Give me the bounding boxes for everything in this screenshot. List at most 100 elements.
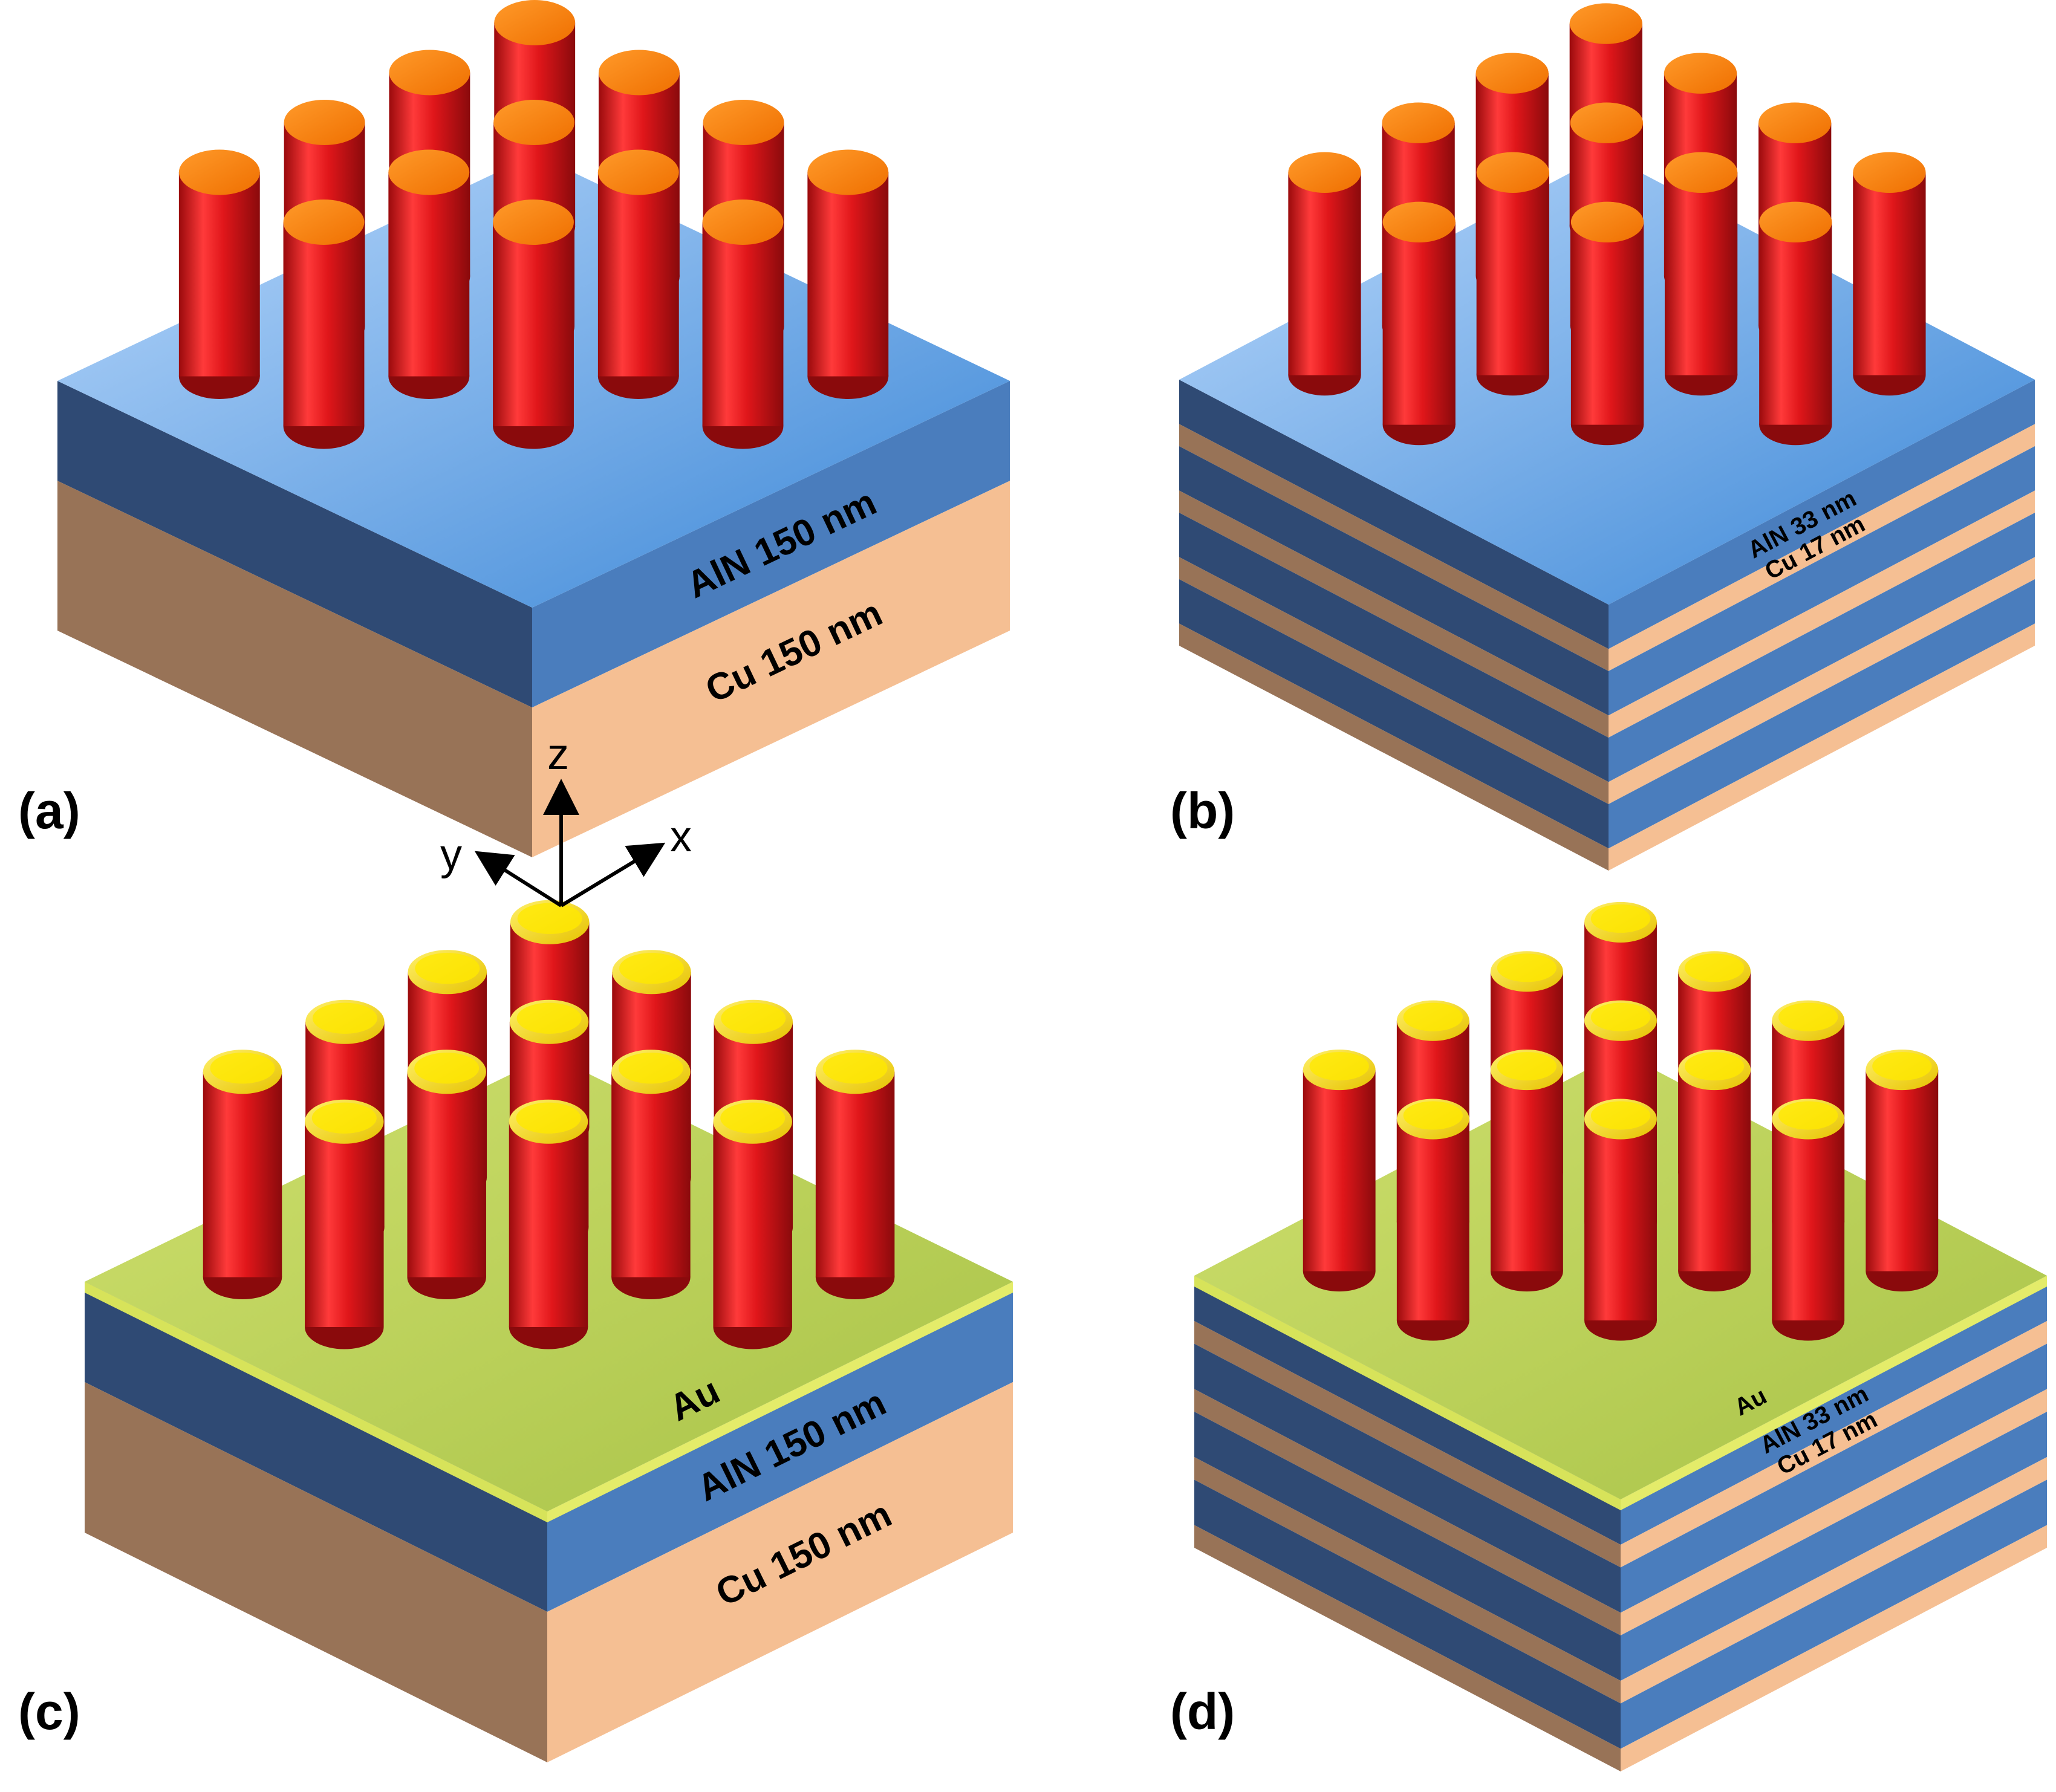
layer-aln-right-face bbox=[1609, 446, 2035, 716]
layer-cu-right-face bbox=[1609, 490, 2035, 738]
layer-cu-left-face bbox=[1194, 1389, 1621, 1635]
layer-aln-right-face bbox=[1621, 1412, 2047, 1681]
rod-top bbox=[703, 100, 784, 145]
rod-top bbox=[807, 149, 889, 195]
x-axis-label: x bbox=[670, 813, 692, 861]
layer-aln-left-face bbox=[57, 381, 532, 708]
layer-cu-right-face bbox=[532, 481, 1010, 857]
rod-top bbox=[283, 200, 365, 245]
rod-top bbox=[1382, 102, 1455, 143]
rod-top bbox=[1758, 102, 1832, 143]
au-film-right-edge bbox=[547, 1282, 1013, 1522]
nanorod bbox=[493, 200, 574, 449]
layer-cu-left-face bbox=[1194, 1525, 1621, 1771]
rod-top bbox=[702, 200, 784, 245]
au-film-left-edge bbox=[1194, 1276, 1621, 1510]
nanorod bbox=[1678, 1050, 1751, 1292]
nanorod-array bbox=[1288, 3, 1926, 446]
nanorod bbox=[1570, 201, 1644, 446]
layer-cu-left-face bbox=[1194, 1321, 1621, 1568]
layer-cu-left-face bbox=[57, 481, 532, 857]
rod-top bbox=[389, 50, 470, 96]
nanorod bbox=[388, 149, 470, 399]
layer-aln-right-face bbox=[1621, 1479, 2047, 1749]
au-film-right-edge bbox=[1621, 1276, 2047, 1510]
layer-aln-left-face bbox=[1194, 1412, 1621, 1681]
layer-cu-right-face bbox=[1609, 623, 2035, 871]
layer-aln-left-face bbox=[1179, 513, 1609, 782]
rod-top bbox=[178, 149, 260, 195]
nanorod bbox=[1584, 1099, 1657, 1341]
layer-cu-right-face bbox=[1621, 1525, 2047, 1771]
layer-cu-right-face bbox=[547, 1382, 1013, 1762]
y-axis-label: y bbox=[440, 831, 462, 879]
rod-top bbox=[1759, 201, 1832, 243]
layer-cu-right-face bbox=[1621, 1389, 2047, 1635]
nanorod bbox=[1288, 152, 1361, 396]
nanorod bbox=[611, 1050, 691, 1300]
rod-top bbox=[388, 149, 470, 195]
y-axis-arrow bbox=[474, 851, 562, 907]
nanorod bbox=[1759, 201, 1832, 446]
layer-cu-right-face bbox=[1609, 424, 2035, 671]
layer-cu-left-face bbox=[1179, 424, 1609, 671]
panel-label-b: (b) bbox=[1170, 782, 1235, 839]
rod-top bbox=[1475, 53, 1549, 94]
layer-cu-left-face bbox=[1179, 557, 1609, 804]
nanorod bbox=[203, 1050, 282, 1300]
rod-top bbox=[1570, 102, 1644, 143]
rod-top bbox=[1382, 201, 1456, 243]
layer-aln-right-face bbox=[1621, 1276, 2047, 1545]
nanorod bbox=[178, 149, 260, 399]
nanorod bbox=[1490, 1050, 1563, 1292]
nanorod-array bbox=[203, 900, 895, 1349]
layer-cu-left-face bbox=[1179, 490, 1609, 738]
rod-top bbox=[494, 0, 576, 45]
rod-top bbox=[1853, 152, 1926, 193]
nanorod-array bbox=[178, 0, 889, 449]
au-film-left-edge bbox=[85, 1282, 547, 1522]
coordinate-axes: z y x bbox=[440, 730, 692, 907]
layer-cu-left-face bbox=[1194, 1457, 1621, 1704]
nanorod-array bbox=[1303, 901, 1939, 1341]
nanorod bbox=[1303, 1050, 1376, 1292]
nanorod bbox=[305, 1099, 384, 1349]
nanorod bbox=[713, 1099, 792, 1349]
nanorod bbox=[702, 200, 784, 449]
layer-aln-right-face bbox=[1609, 513, 2035, 782]
nanorod bbox=[597, 149, 679, 399]
panel-label-a: (a) bbox=[18, 782, 80, 839]
layer-aln-left-face bbox=[85, 1282, 547, 1612]
layer-aln-left-face bbox=[1179, 446, 1609, 716]
rod-top bbox=[493, 200, 574, 245]
layer-aln-left-face bbox=[1179, 579, 1609, 849]
rod-top bbox=[597, 149, 679, 195]
layer-aln-left-face bbox=[1179, 380, 1609, 649]
layer-aln-left-face bbox=[1194, 1479, 1621, 1749]
z-axis-label: z bbox=[547, 730, 569, 779]
layer-cu-left-face bbox=[1179, 623, 1609, 871]
rod-top bbox=[284, 100, 365, 145]
nanorod bbox=[1866, 1050, 1939, 1292]
layer-aln-right-face bbox=[1609, 380, 2035, 649]
layer-aln-right-face bbox=[547, 1282, 1013, 1612]
layer-aln-right-face bbox=[532, 381, 1010, 708]
layer-cu-right-face bbox=[1621, 1321, 2047, 1568]
rod-top bbox=[493, 100, 575, 145]
rod-top bbox=[1569, 3, 1642, 44]
nanorod bbox=[1476, 152, 1549, 396]
layer-aln-right-face bbox=[1609, 579, 2035, 849]
nanorod bbox=[509, 1099, 588, 1349]
nanorod bbox=[1853, 152, 1926, 396]
nanorod bbox=[815, 1050, 895, 1300]
layer-cu-left-face bbox=[85, 1382, 547, 1762]
nanorod bbox=[1772, 1099, 1845, 1341]
rod-top bbox=[1476, 152, 1549, 193]
rod-top bbox=[598, 50, 680, 96]
rod-top bbox=[1664, 53, 1737, 94]
panel-label-d: (d) bbox=[1170, 1683, 1235, 1740]
